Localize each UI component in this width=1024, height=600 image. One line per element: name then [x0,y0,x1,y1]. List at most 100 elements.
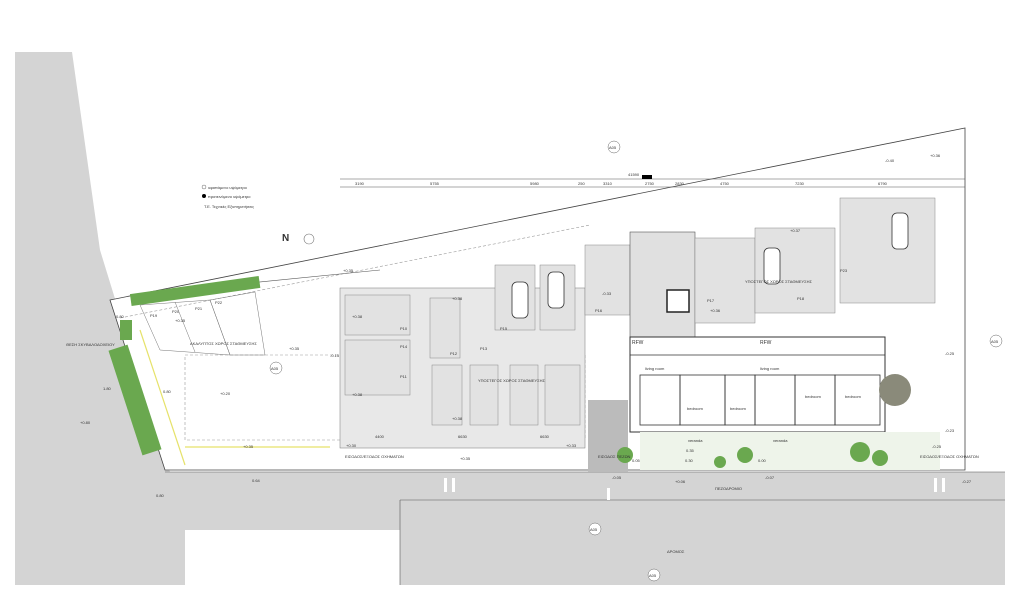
road-label: ΔΡΟΜΟΣ [667,549,685,554]
adjacent-plot [185,530,400,585]
building-core [629,231,696,338]
label: 0.64 [252,478,261,483]
label: P14 [400,344,408,349]
bin-position-label: ΘΕΣΗ ΣΚΥΒΑΛΟΔΟΧΕΙΟΥ [66,342,115,347]
open-parking-bays [139,291,266,356]
rfw-label: RFW [760,340,772,346]
label: +0.38 [452,416,463,421]
label: -0.40 [885,158,895,163]
dim: 5980 [530,181,540,186]
dim: 2750 [645,181,655,186]
label: -0.33 [602,291,612,296]
label: P23 [840,268,848,273]
label: +0.38 [352,392,363,397]
label: +0.38 [452,296,463,301]
label: P19 [150,313,158,318]
label: +0.30 [346,443,357,448]
room-label: veranda [773,438,788,443]
room-label: bedroom [730,406,746,411]
label: 0.80 [163,389,172,394]
label: +0.35 [460,456,471,461]
car-icon [763,247,781,285]
sidewalk-label: ΠΕΖΟΔΡΟΜΙΟ [715,486,742,491]
elevator [666,289,690,313]
label: +0.37 [790,228,801,233]
dim: 2830 [675,181,685,186]
greenery [108,276,911,468]
room-label: veranda [688,438,703,443]
label: -0.23 [945,428,955,433]
label: -0.15 [330,353,340,358]
label: 0.80 [156,493,165,498]
room-label: bedroom [805,394,821,399]
car-icon [511,281,529,319]
dim: 4750 [720,181,730,186]
label: 0.05 [632,458,641,463]
dim: 6630 [458,434,468,439]
north-arrow-icon [303,233,315,245]
label: 0.00 [758,458,767,463]
label: A05 [991,339,999,344]
dim: 5755 [430,181,440,186]
dim: 250 [578,181,585,186]
label: P11 [400,374,408,379]
label: A05 [649,573,657,578]
vehicle-entry-label: ΕΙΣΟΔΟΣ/ΕΞΟΔΟΣ ΟΧΗΜΑΤΩΝ [345,454,404,459]
label: +0.36 [710,308,721,313]
car-icon [547,271,565,309]
label: +0.35 [175,318,186,323]
label: +0.20 [220,391,231,396]
elevation-labels: +0.35 +0.38 +0.38 +0.38 +0.38 +0.35 +0.2… [80,153,972,498]
legend: υφιστάμενο υψόμετρο προτεινόμενο υψόμετρ… [201,184,254,209]
north-label: N [282,233,289,244]
label: P10 [400,326,408,331]
garden [640,432,940,470]
label: A05 [271,366,279,371]
legend-existing: υφιστάμενο υψόμετρο [208,185,248,190]
car-icon [891,212,909,250]
room-label: bedroom [845,394,861,399]
open-parking-label: ΑΚΑΛΥΠΤΟΣ ΧΩΡΟΣ ΣΤΑΘΜΕΥΣΗΣ [190,341,257,346]
label: P13 [480,346,488,351]
label: +0.35 [343,268,354,273]
rfw-label: RFW [632,340,644,346]
label: P21 [195,306,203,311]
label: +0.80 [80,420,91,425]
label: P18 [797,296,805,301]
bay-numbers: P10 P11 P12 P13 P14 P15 P16 P17 P18 P19 … [150,268,848,379]
traffic-arrows [444,478,945,500]
label: +0.36 [930,153,941,158]
label: -0.07 [765,475,775,480]
covered-parking-label: ΥΠΟΣΤΕΓΟΣ ΧΩΡΟΣ ΣΤΑΘΜΕΥΣΗΣ [478,378,546,383]
legend-proposed: προτεινόμενο υψόμετρο [208,194,251,199]
label: P15 [500,326,508,331]
label: +0.33 [566,443,577,448]
label: -0.05 [612,475,622,480]
section-marker: A05 A05 A05 A05 A05 [269,140,1003,582]
label: +0.06 [675,479,686,484]
label: P16 [595,308,603,313]
vehicle-entry-label: ΕΙΣΟΔΟΣ/ΕΞΟΔΟΣ ΟΧΗΜΑΤΩΝ [920,454,979,459]
label: +0.38 [352,314,363,319]
label: P22 [215,300,223,305]
label: -0.25 [932,444,942,449]
room-label: living room [760,366,780,371]
dim: 4400 [375,434,385,439]
label: -0.25 [945,351,955,356]
label: 0.30 [685,458,694,463]
label: A05 [609,145,617,150]
label: P12 [450,351,458,356]
room-label: living room [645,366,665,371]
dim: 3310 [603,181,613,186]
label: P20 [172,309,180,314]
dim: 6630 [540,434,550,439]
label: +0.35 [243,444,254,449]
label: 1.80 [103,386,112,391]
dim-total: 41590 [628,172,640,177]
label: P17 [707,298,715,303]
pedestrian-entry-label: ΕΙΣΟΔΟΣ ΠΕΖΩΝ [598,454,631,459]
left-road [15,52,205,585]
apartments [629,336,886,433]
dimension-marker [642,175,652,179]
